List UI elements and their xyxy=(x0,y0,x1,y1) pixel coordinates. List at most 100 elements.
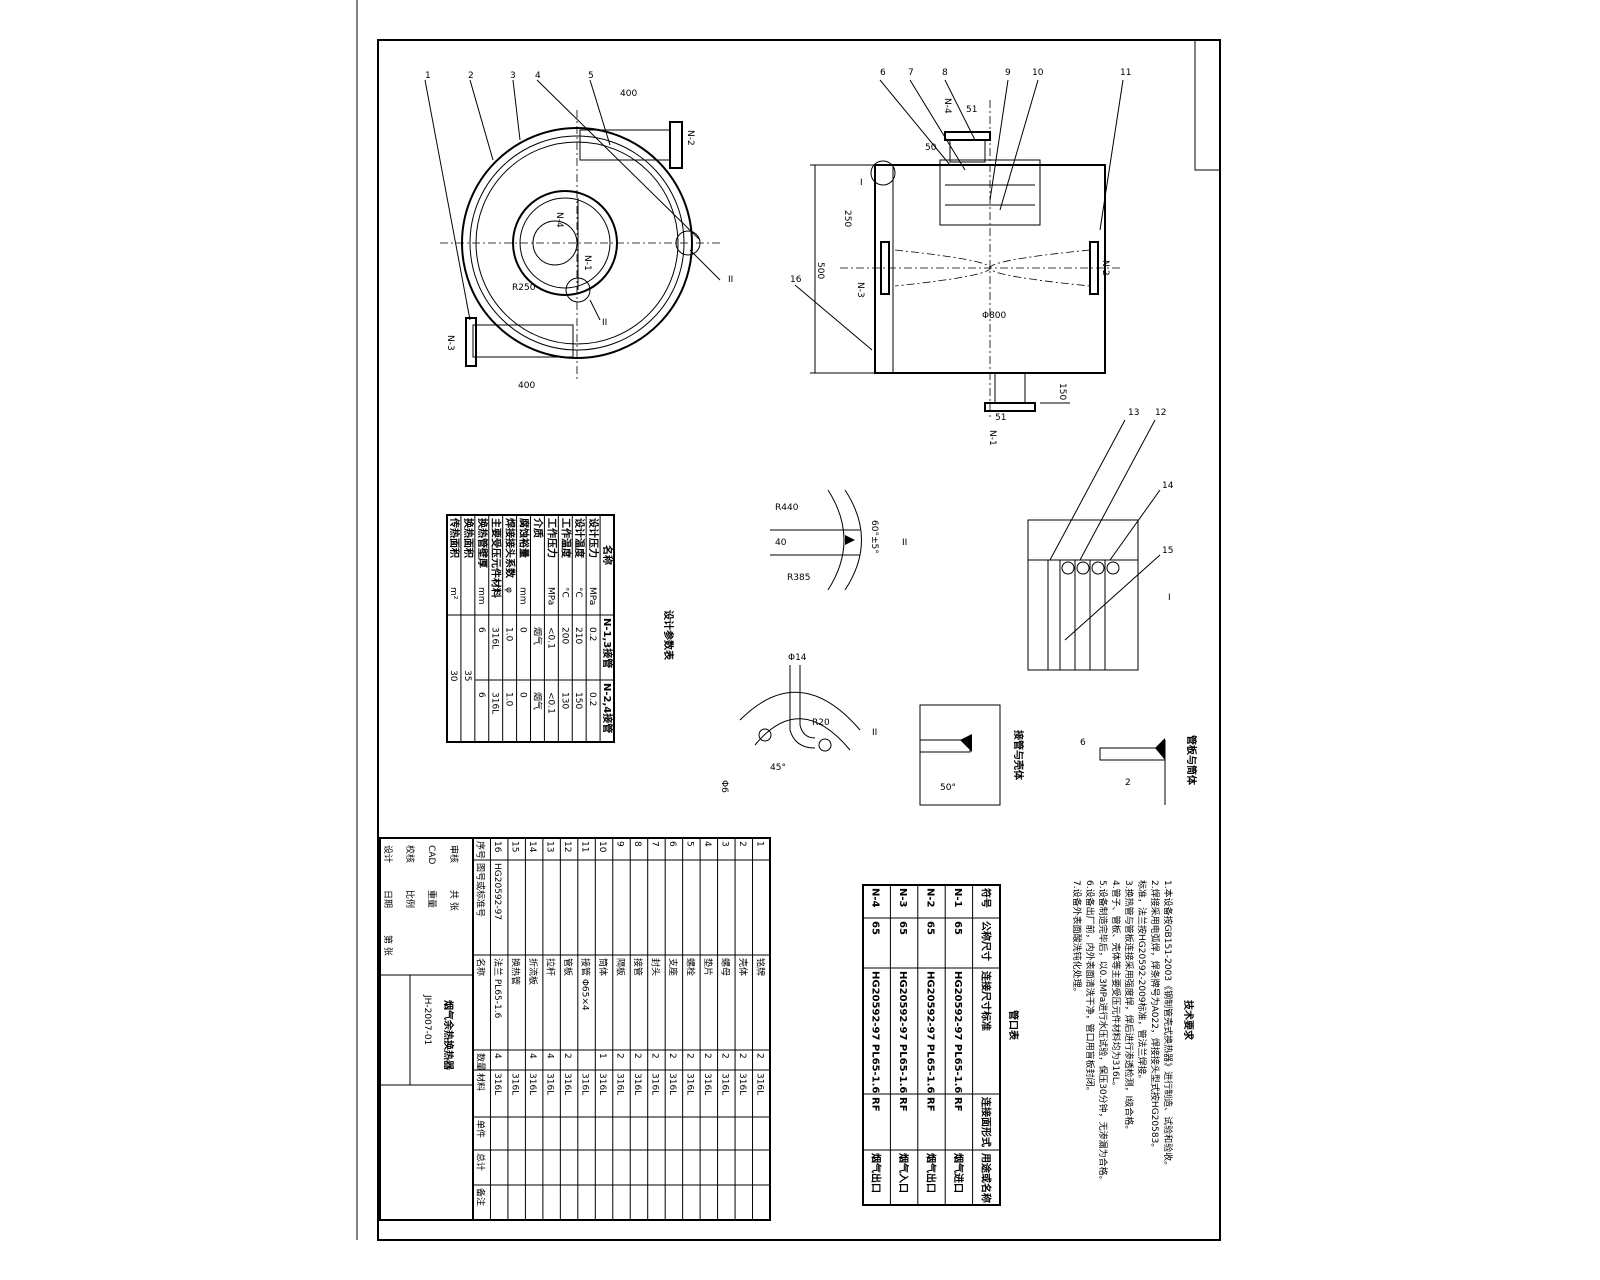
parts-cell-mat: 316L xyxy=(719,1073,729,1095)
parts-cell-qty: 4 xyxy=(527,1053,537,1059)
parts-header: 材料 xyxy=(475,1073,487,1091)
nozzle-cell-dn: 65 xyxy=(870,921,881,935)
design-row-value-b: 烟气 xyxy=(531,692,543,710)
section-ii-top: II xyxy=(728,275,733,285)
parts-cell-no: 10 xyxy=(597,841,607,853)
nozzle-cell-std: HG20592-97 PL65-1.6 xyxy=(952,971,963,1093)
section-ii-tube: II xyxy=(872,728,877,738)
parts-cell-mat: 316L xyxy=(737,1073,747,1095)
parts-cell-mat: 316L xyxy=(754,1073,764,1095)
title-block xyxy=(379,837,474,1221)
design-row-value-a: 0 xyxy=(518,627,528,633)
dim-50: 50 xyxy=(925,143,937,153)
part-2-label: 2 xyxy=(468,71,474,81)
parts-cell-no: 16 xyxy=(492,841,502,853)
parts-cell-no: 3 xyxy=(719,841,729,847)
parts-cell-no: 8 xyxy=(632,841,642,847)
nozzle-cell-sym: N-2 xyxy=(925,888,936,908)
parts-cell-name: 壳体 xyxy=(737,958,749,976)
tech-req-line: 标准，法兰按HG20592-2009标准，管法兰焊接。 xyxy=(1136,880,1148,1084)
parts-header: 总计 xyxy=(475,1153,487,1171)
design-row-label: 换热管壁厚 xyxy=(476,518,489,568)
dim-6: 6 xyxy=(1080,738,1086,748)
nozzle-cell-use: 烟气入口 xyxy=(897,1153,910,1193)
design-row-value-b: 0.2 xyxy=(587,692,597,706)
parts-cell-no: 7 xyxy=(649,841,659,847)
design-row-unit: °C xyxy=(573,587,583,598)
title-cell: CAD xyxy=(426,845,436,864)
parts-cell-name: 换热管 xyxy=(510,958,522,985)
design-row-unit: φ xyxy=(504,587,514,593)
dim-r440: R440 xyxy=(775,503,799,513)
side-view xyxy=(794,79,1124,420)
part-11-label: 11 xyxy=(1120,68,1131,78)
nozzle-header: 公称尺寸 xyxy=(979,921,992,961)
nozzle-cell-dn: 65 xyxy=(897,921,908,935)
tech-requirements: 1.本设备按GB151-2003《钢制管壳式换热器》进行制造、试验和验收。2.焊… xyxy=(1071,880,1174,1185)
design-row-label: 传热面积 xyxy=(448,517,461,558)
design-row-unit: mm xyxy=(476,587,486,605)
parts-cell-qty: 2 xyxy=(702,1053,712,1059)
nozzle-n3-top: N-3 xyxy=(445,335,455,351)
dim-45deg: 45° xyxy=(770,763,786,773)
parts-cell-mat: 316L xyxy=(527,1073,537,1095)
nozzle-cell-sym: N-4 xyxy=(870,888,881,908)
parts-cell-no: 13 xyxy=(545,841,555,852)
parts-cell-no: 15 xyxy=(510,841,520,852)
parts-header: 图号或标准号 xyxy=(475,863,487,917)
nozzle-cell-face: RF xyxy=(925,1097,936,1112)
design-row-value-a: 200 xyxy=(559,627,569,644)
dim-top-n2: 400 xyxy=(620,89,637,99)
parts-cell-no: 2 xyxy=(737,841,747,847)
parts-cell-name: 封头 xyxy=(649,958,661,976)
parts-cell-name: 管板 xyxy=(562,958,574,976)
dim-150: 150 xyxy=(1057,383,1067,400)
part-8-label: 8 xyxy=(942,68,948,78)
nozzle-n3-side: N-3 xyxy=(855,282,865,298)
part-16-label: 16 xyxy=(790,275,802,285)
title-cell: 重量 xyxy=(426,890,438,908)
title-cell: 第 张 xyxy=(382,935,394,956)
weld-detail-b-label: 管板与筒体 xyxy=(1185,735,1198,786)
parts-cell-name: 接管 xyxy=(632,958,644,976)
dim-800: Φ800 xyxy=(982,311,1007,321)
detail-i xyxy=(1027,419,1161,671)
weld-detail-b xyxy=(1099,738,1166,805)
dim-60deg: 60°±5° xyxy=(869,520,879,554)
nozzle-cell-use: 烟气出口 xyxy=(870,1153,883,1193)
design-row-unit: MPa xyxy=(587,587,597,605)
design-row-value-b: 6 xyxy=(476,692,486,698)
parts-cell-mat: 316L xyxy=(615,1073,625,1095)
parts-cell-name: 法兰 PL65-1.6 xyxy=(492,958,504,1019)
part-5-label: 5 xyxy=(588,71,594,81)
nozzle-n1-side: N-1 xyxy=(987,430,997,446)
design-row-value-a: 210 xyxy=(573,627,583,644)
parts-header: 单件 xyxy=(475,1120,487,1138)
design-row-label: 介质 xyxy=(531,517,544,538)
parts-cell-qty: 2 xyxy=(684,1053,694,1059)
tech-req-line: 4.管子、管板、壳体等主要受压元件材料均为316L。 xyxy=(1110,880,1122,1091)
nozzle-cell-sym: N-3 xyxy=(897,888,908,908)
parts-cell-qty: 2 xyxy=(754,1053,764,1059)
part-3-label: 3 xyxy=(510,71,516,81)
tech-req-title: 技术要求 xyxy=(1182,1000,1195,1041)
parts-cell-mat: 316L xyxy=(545,1073,555,1095)
nozzle-n1-top: N-1 xyxy=(582,255,592,271)
dim-50deg: 50° xyxy=(940,783,956,793)
parts-cell-mat: 316L xyxy=(702,1073,712,1095)
parts-header: 备注 xyxy=(475,1188,487,1206)
design-row-value-b: 130 xyxy=(559,692,569,709)
nozzle-table-title: 管口表 xyxy=(1007,1010,1020,1041)
dim-r385: R385 xyxy=(787,573,810,583)
design-row-label: 设计温度 xyxy=(573,518,586,559)
parts-header: 名称 xyxy=(475,958,487,976)
design-table: 名称N-1,3接管N-2,4接管设计压力MPa0.20.2设计温度°C21015… xyxy=(446,514,615,743)
parts-cell-name: 拉杆 xyxy=(545,958,557,976)
nozzle-cell-face: RF xyxy=(870,1097,881,1112)
tech-req-line: 6.设备出厂前，内外表面清洗干净，管口用盲板封闭。 xyxy=(1084,880,1096,1096)
design-row-unit: °C xyxy=(559,587,569,598)
parts-cell-qty: 2 xyxy=(719,1053,729,1059)
title-cell: 日期 xyxy=(382,890,393,908)
title-cell: 共 张 xyxy=(448,890,459,911)
